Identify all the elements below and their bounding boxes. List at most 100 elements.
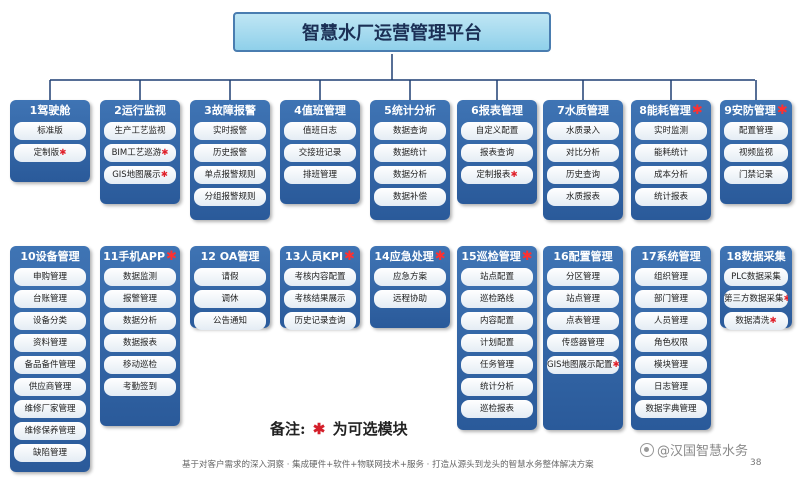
- module-item[interactable]: GIS地图展示配置✱: [547, 356, 619, 374]
- module-item[interactable]: BIM工艺巡游✱: [104, 144, 176, 162]
- module-item[interactable]: 历史记录查询: [284, 312, 356, 330]
- module-item-label: 生产工艺监视: [114, 126, 166, 136]
- module-15[interactable]: 15巡检管理✱站点配置巡检路线内容配置计划配置任务管理统计分析巡检报表: [457, 246, 537, 430]
- module-item[interactable]: 数据字典管理: [635, 400, 707, 418]
- module-item[interactable]: 数据监测: [104, 268, 176, 286]
- module-item[interactable]: 部门管理: [635, 290, 707, 308]
- module-title-text: 13人员KPI: [285, 250, 344, 263]
- module-item[interactable]: GIS地图展示✱: [104, 166, 176, 184]
- module-item[interactable]: 数据清洗✱: [724, 312, 788, 330]
- module-item-list: 实时报警历史报警单点报警规则分组报警规则: [190, 122, 270, 206]
- module-item[interactable]: 调休: [194, 290, 266, 308]
- module-item[interactable]: 模块管理: [635, 356, 707, 374]
- module-item[interactable]: 数据补偿: [374, 188, 446, 206]
- module-item[interactable]: 报警管理: [104, 290, 176, 308]
- module-item[interactable]: 对比分析: [547, 144, 619, 162]
- module-item[interactable]: 移动巡检: [104, 356, 176, 374]
- module-10[interactable]: 10设备管理申购管理台账管理设备分类资料管理备品备件管理供应商管理维修厂家管理维…: [10, 246, 90, 472]
- module-item[interactable]: 分组报警规则: [194, 188, 266, 206]
- module-5[interactable]: 5统计分析数据查询数据统计数据分析数据补偿: [370, 100, 450, 220]
- module-17[interactable]: 17系统管理组织管理部门管理人员管理角色权限模块管理日志管理数据字典管理: [631, 246, 711, 430]
- module-9[interactable]: 9安防管理✱配置管理视频监视门禁记录: [720, 100, 792, 204]
- module-item[interactable]: 日志管理: [635, 378, 707, 396]
- module-item[interactable]: 标准版: [14, 122, 86, 140]
- module-item[interactable]: 分区管理: [547, 268, 619, 286]
- module-item[interactable]: 报表查询: [461, 144, 533, 162]
- module-item[interactable]: 水质录入: [547, 122, 619, 140]
- module-item[interactable]: 传感器管理: [547, 334, 619, 352]
- module-item[interactable]: 数据查询: [374, 122, 446, 140]
- module-item[interactable]: 维修保养管理: [14, 422, 86, 440]
- module-item[interactable]: 组织管理: [635, 268, 707, 286]
- module-item[interactable]: 考核结果展示: [284, 290, 356, 308]
- module-6[interactable]: 6报表管理自定义配置报表查询定制报表✱: [457, 100, 537, 204]
- module-item[interactable]: 单点报警规则: [194, 166, 266, 184]
- module-8[interactable]: 8能耗管理✱实时监测能耗统计成本分析统计报表: [631, 100, 711, 220]
- module-item[interactable]: 角色权限: [635, 334, 707, 352]
- module-item-label: 成本分析: [653, 170, 688, 180]
- module-item[interactable]: 巡检报表: [461, 400, 533, 418]
- module-item[interactable]: 资料管理: [14, 334, 86, 352]
- module-item[interactable]: 第三方数据采集✱: [724, 290, 788, 308]
- module-item[interactable]: 配置管理: [724, 122, 788, 140]
- module-3[interactable]: 3故障报警实时报警历史报警单点报警规则分组报警规则: [190, 100, 270, 220]
- module-item[interactable]: 值班日志: [284, 122, 356, 140]
- module-item[interactable]: 站点管理: [547, 290, 619, 308]
- module-item[interactable]: 人员管理: [635, 312, 707, 330]
- module-item[interactable]: 统计报表: [635, 188, 707, 206]
- module-item[interactable]: 维修厂家管理: [14, 400, 86, 418]
- module-item[interactable]: 数据统计: [374, 144, 446, 162]
- module-item[interactable]: 设备分类: [14, 312, 86, 330]
- module-item[interactable]: 排班管理: [284, 166, 356, 184]
- module-item[interactable]: 台账管理: [14, 290, 86, 308]
- module-item[interactable]: 站点配置: [461, 268, 533, 286]
- module-item[interactable]: 数据分析: [104, 312, 176, 330]
- module-item[interactable]: 点表管理: [547, 312, 619, 330]
- module-item[interactable]: 门禁记录: [724, 166, 788, 184]
- module-1[interactable]: 1驾驶舱标准版定制版✱: [10, 100, 90, 182]
- module-13[interactable]: 13人员KPI✱考核内容配置考核结果展示历史记录查询: [280, 246, 360, 330]
- module-item-list: 考核内容配置考核结果展示历史记录查询: [280, 268, 360, 330]
- module-7[interactable]: 7水质管理水质录入对比分析历史查询水质报表: [543, 100, 623, 220]
- module-item[interactable]: 能耗统计: [635, 144, 707, 162]
- module-item[interactable]: 数据报表: [104, 334, 176, 352]
- module-item[interactable]: 请假: [194, 268, 266, 286]
- module-item[interactable]: 定制版✱: [14, 144, 86, 162]
- module-item[interactable]: 公告通知: [194, 312, 266, 330]
- module-14[interactable]: 14应急处理✱应急方案远程协助: [370, 246, 450, 328]
- module-12[interactable]: 12 OA管理请假调休公告通知: [190, 246, 270, 330]
- module-item[interactable]: 定制报表✱: [461, 166, 533, 184]
- module-item[interactable]: 历史查询: [547, 166, 619, 184]
- page-number: 38: [750, 458, 762, 468]
- module-item[interactable]: 远程协助: [374, 290, 446, 308]
- module-item[interactable]: 考勤签到: [104, 378, 176, 396]
- module-item[interactable]: 统计分析: [461, 378, 533, 396]
- module-item[interactable]: 数据分析: [374, 166, 446, 184]
- module-item[interactable]: 申购管理: [14, 268, 86, 286]
- module-item[interactable]: 实时监测: [635, 122, 707, 140]
- module-item[interactable]: 成本分析: [635, 166, 707, 184]
- module-item[interactable]: 任务管理: [461, 356, 533, 374]
- module-item[interactable]: 应急方案: [374, 268, 446, 286]
- module-item[interactable]: PLC数据采集: [724, 268, 788, 286]
- module-4[interactable]: 4值班管理值班日志交接班记录排班管理: [280, 100, 360, 204]
- module-item[interactable]: 水质报表: [547, 188, 619, 206]
- module-item[interactable]: 缺陷管理: [14, 444, 86, 462]
- module-item[interactable]: 历史报警: [194, 144, 266, 162]
- module-item[interactable]: 视频监视: [724, 144, 788, 162]
- module-item[interactable]: 巡检路线: [461, 290, 533, 308]
- module-item[interactable]: 生产工艺监视: [104, 122, 176, 140]
- module-item[interactable]: 备品备件管理: [14, 356, 86, 374]
- module-item[interactable]: 交接班记录: [284, 144, 356, 162]
- module-11[interactable]: 11手机APP✱数据监测报警管理数据分析数据报表移动巡检考勤签到: [100, 246, 180, 426]
- module-item-label: 历史记录查询: [294, 316, 346, 326]
- module-item[interactable]: 计划配置: [461, 334, 533, 352]
- module-item[interactable]: 自定义配置: [461, 122, 533, 140]
- module-item[interactable]: 考核内容配置: [284, 268, 356, 286]
- module-item[interactable]: 内容配置: [461, 312, 533, 330]
- module-item[interactable]: 实时报警: [194, 122, 266, 140]
- module-item[interactable]: 供应商管理: [14, 378, 86, 396]
